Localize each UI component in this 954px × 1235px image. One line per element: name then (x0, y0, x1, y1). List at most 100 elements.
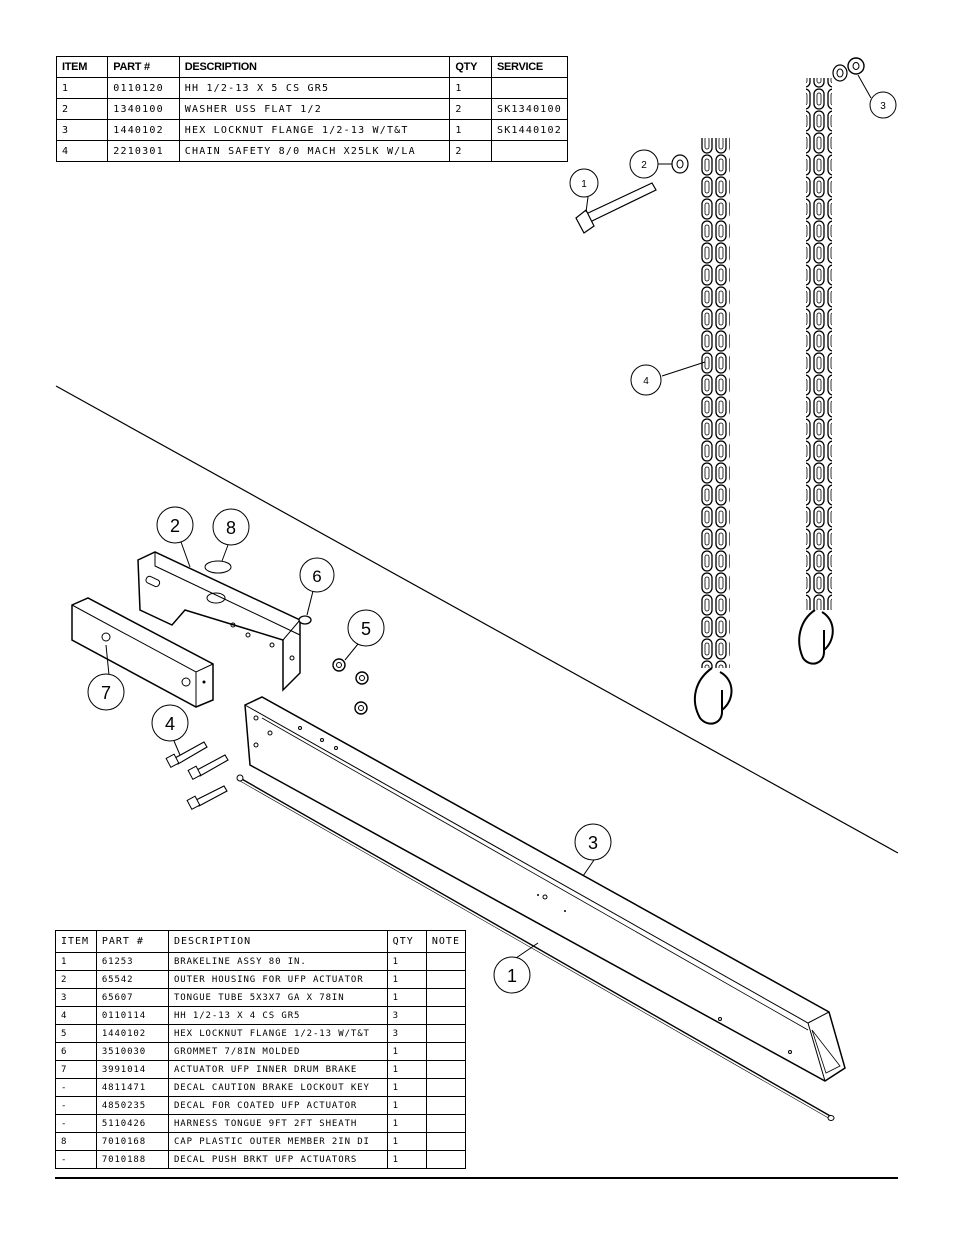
cell-item: 3 (55, 988, 97, 1007)
hitch-parts-table: ITEM PART # DESCRIPTION QTY SERVICE 1 01… (55, 56, 569, 162)
cell-note (425, 1042, 467, 1061)
cell-description: GROMMET 7/8IN MOLDED (167, 1042, 388, 1061)
cell-description: HH 1/2-13 X 4 CS GR5 (167, 1006, 388, 1025)
callout-bolts: 4 (151, 704, 189, 742)
cell-note (425, 1096, 467, 1115)
callout-brakeline: 1 (493, 956, 531, 994)
cell-service (490, 140, 569, 162)
cell-description: HARNESS TONGUE 9FT 2FT SHEATH (167, 1114, 388, 1133)
svg-text:3: 3 (880, 101, 886, 112)
cell-item: 7 (55, 1060, 97, 1079)
cell-qty: 1 (386, 1078, 427, 1097)
cell-qty: 2 (449, 98, 492, 120)
callout-cap: 8 (212, 508, 250, 546)
svg-text:2: 2 (641, 160, 647, 171)
table-row: 1 0110120 HH 1/2-13 X 5 CS GR5 1 (55, 77, 569, 99)
callout-outer-housing: 2 (156, 506, 194, 544)
cell-qty: 3 (386, 1024, 427, 1043)
cell-item: 4 (55, 140, 109, 162)
cell-item: - (55, 1150, 97, 1169)
col-header-description: DESCRIPTION (167, 930, 388, 953)
cell-item: - (55, 1096, 97, 1115)
cell-qty: 1 (386, 952, 427, 971)
svg-text:5: 5 (361, 619, 371, 639)
cell-part: 7010188 (95, 1150, 169, 1169)
col-header-item: ITEM (55, 930, 97, 953)
cell-description: WASHER USS FLAT 1/2 (178, 98, 451, 120)
col-header-description: DESCRIPTION (178, 56, 451, 78)
cell-part: 0110114 (95, 1006, 169, 1025)
cell-note (425, 1150, 467, 1169)
cell-note (425, 970, 467, 989)
cell-part: 1340100 (107, 98, 180, 120)
cell-qty: 1 (449, 119, 492, 141)
cell-part: 65607 (95, 988, 169, 1007)
callout-top-nut: 3 (869, 91, 897, 119)
cell-description: ACTUATOR UFP INNER DRUM BRAKE (167, 1060, 388, 1079)
svg-text:6: 6 (312, 567, 321, 586)
cell-description: CHAIN SAFETY 8/0 MACH X25LK W/LA (178, 140, 451, 162)
cell-qty: 1 (386, 1042, 427, 1061)
cell-service (490, 77, 569, 99)
svg-text:1: 1 (581, 179, 587, 190)
cell-item: 2 (55, 970, 97, 989)
cell-note (425, 1006, 467, 1025)
cell-part: 7010168 (95, 1132, 169, 1151)
col-header-part: PART # (95, 930, 169, 953)
table-row: 2 1340100 WASHER USS FLAT 1/2 2 SK134010… (55, 98, 569, 120)
callout-tongue-tube: 3 (574, 823, 612, 861)
callout-grommet: 6 (299, 557, 335, 593)
table-row: 4 2210301 CHAIN SAFETY 8/0 MACH X25LK W/… (55, 140, 569, 162)
safety-chain-right (798, 78, 834, 665)
cell-part: 0110120 (107, 77, 180, 99)
section-divider-line (55, 385, 899, 854)
cell-part: 4811471 (95, 1078, 169, 1097)
brakeline (236, 774, 835, 1121)
top-nut-and-washer (832, 57, 865, 82)
col-header-note: NOTE (425, 930, 467, 953)
cell-part: 3510030 (95, 1042, 169, 1061)
col-header-part: PART # (107, 56, 180, 78)
cell-description: DECAL PUSH BRKT UFP ACTUATORS (167, 1150, 388, 1169)
tongue-tube (244, 696, 846, 1082)
cell-note (425, 1078, 467, 1097)
cell-part: 4850235 (95, 1096, 169, 1115)
cell-note (425, 1024, 467, 1043)
inner-actuator (71, 597, 214, 708)
cell-qty: 1 (386, 970, 427, 989)
cell-part: 5110426 (95, 1114, 169, 1133)
plastic-cap (204, 560, 232, 574)
cell-item: - (55, 1114, 97, 1133)
cell-description: HH 1/2-13 X 5 CS GR5 (178, 77, 451, 99)
svg-text:7: 7 (101, 683, 111, 703)
svg-text:3: 3 (588, 833, 598, 853)
col-header-qty: QTY (386, 930, 427, 953)
cell-item: 3 (55, 119, 109, 141)
cell-qty: 1 (386, 1060, 427, 1079)
cell-part: 3991014 (95, 1060, 169, 1079)
leader-lines (105, 74, 872, 959)
top-hex-bolt (575, 182, 657, 234)
cell-qty: 2 (449, 140, 492, 162)
cell-qty: 1 (386, 988, 427, 1007)
cell-qty: 3 (386, 1006, 427, 1025)
callout-inner-actuator: 7 (87, 673, 125, 711)
cell-part: 65542 (95, 970, 169, 989)
table-header-row: ITEM PART # DESCRIPTION QTY SERVICE (55, 56, 569, 78)
cell-item: 2 (55, 98, 109, 120)
cell-description: DECAL FOR COATED UFP ACTUATOR (167, 1096, 388, 1115)
table-header-row: ITEM PART # DESCRIPTION QTY NOTE (55, 930, 467, 953)
cell-part: 1440102 (95, 1024, 169, 1043)
svg-text:8: 8 (226, 518, 236, 538)
cell-service: SK1340100 (490, 98, 569, 120)
col-header-qty: QTY (449, 56, 492, 78)
outer-housing (137, 551, 301, 692)
